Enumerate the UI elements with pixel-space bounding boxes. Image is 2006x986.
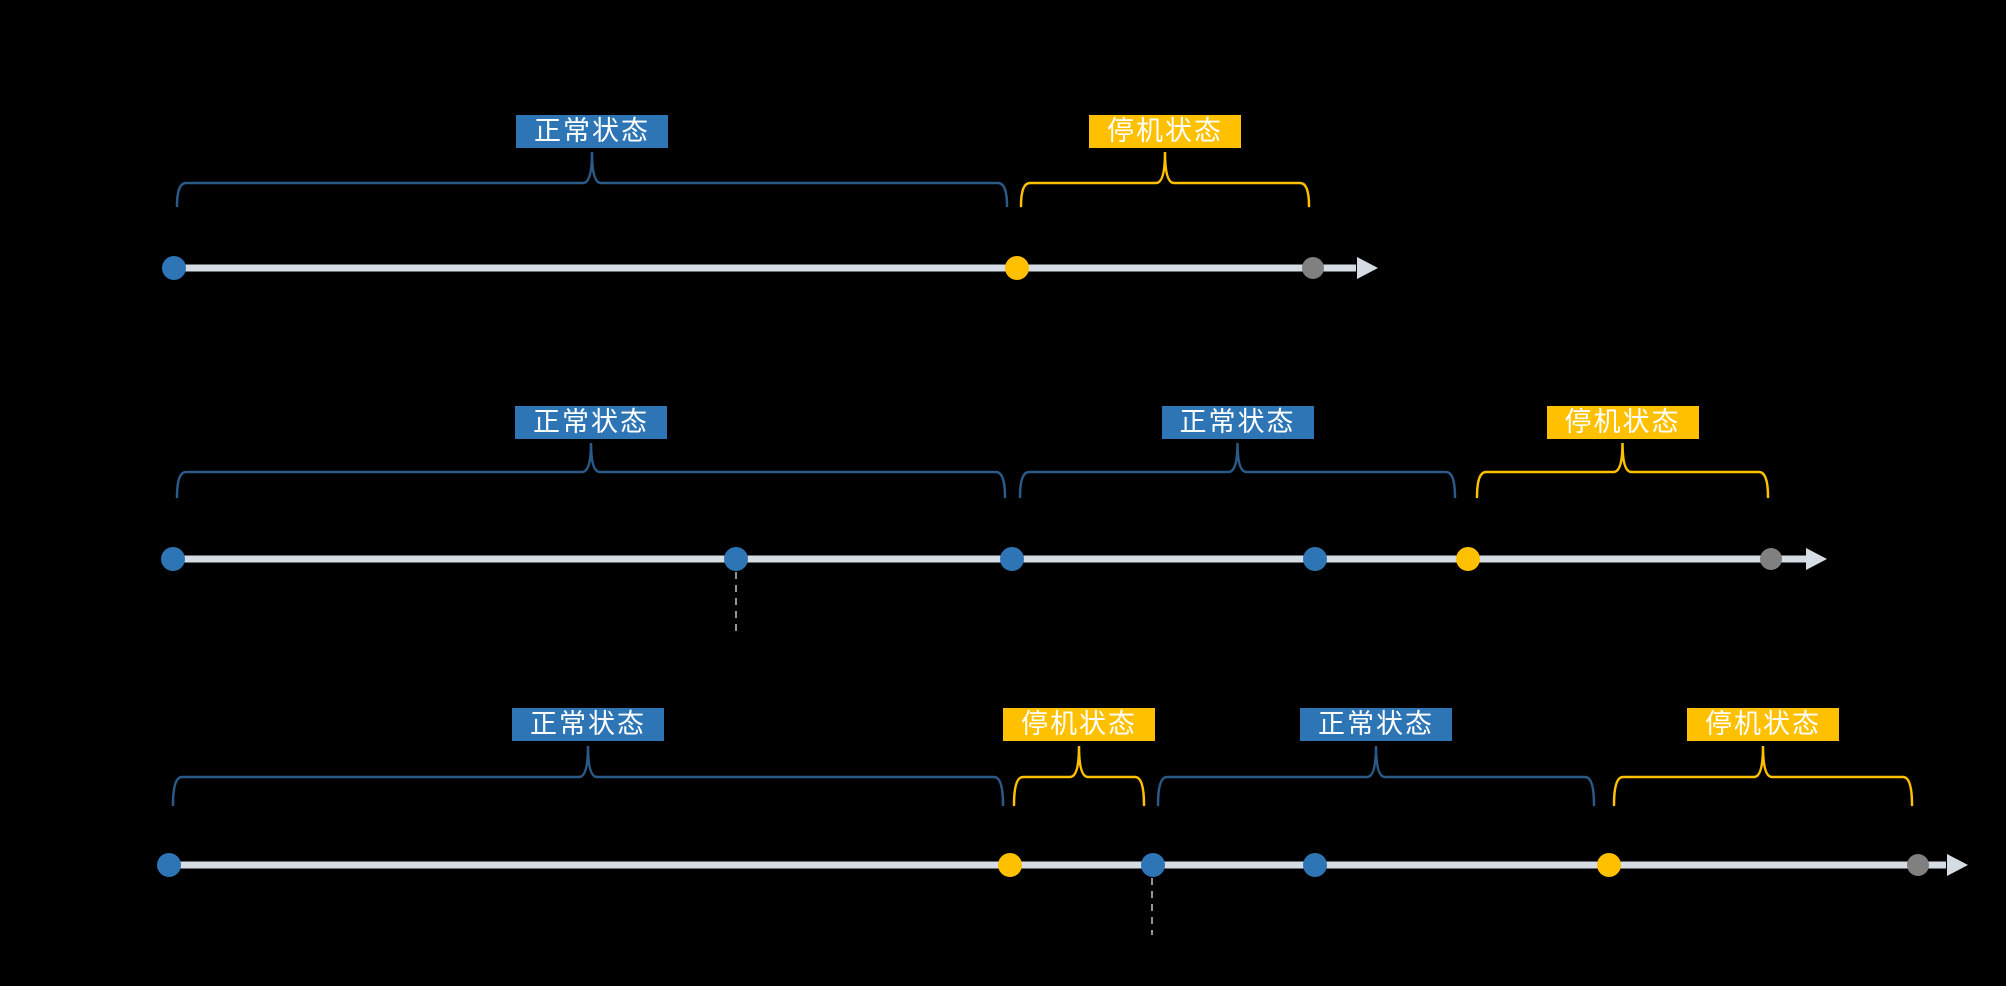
state-label-normal: 正常状态 (512, 708, 664, 741)
timeline-dot-normal (1303, 853, 1327, 877)
timeline-dot-shutdown (998, 853, 1022, 877)
state-label-normal: 正常状态 (515, 406, 667, 439)
timeline-dot-end (1907, 854, 1929, 876)
timeline-dot-normal (1141, 853, 1165, 877)
state-brace (1475, 442, 1770, 499)
timeline-dot-end (1302, 257, 1324, 279)
state-brace (1612, 745, 1914, 807)
state-label-normal: 正常状态 (1161, 406, 1314, 439)
state-label-normal: 正常状态 (516, 115, 668, 148)
timeline-dot-shutdown (1597, 853, 1621, 877)
timeline-dot-normal (162, 256, 186, 280)
state-label-normal: 正常状态 (1300, 708, 1452, 741)
arrowhead-icon (1806, 548, 1827, 570)
timeline-dot-shutdown (1456, 547, 1480, 571)
timeline-dot-normal (161, 547, 185, 571)
state-brace (1019, 151, 1311, 208)
state-brace (1156, 745, 1596, 807)
state-label-shutdown: 停机状态 (1089, 115, 1241, 148)
arrowhead-icon (1947, 854, 1968, 876)
state-brace (175, 442, 1007, 499)
timeline-dot-normal (1303, 547, 1327, 571)
arrowhead-icon (1357, 257, 1378, 279)
state-brace (171, 745, 1005, 807)
state-label-shutdown: 停机状态 (1687, 708, 1839, 741)
state-label-shutdown: 停机状态 (1003, 708, 1155, 741)
state-brace (175, 151, 1009, 208)
state-brace (1018, 442, 1457, 499)
state-label-shutdown: 停机状态 (1546, 406, 1699, 439)
timeline-dot-normal (157, 853, 181, 877)
state-brace (1012, 745, 1146, 807)
timeline-dot-shutdown (1005, 256, 1029, 280)
timeline-dot-end (1760, 548, 1782, 570)
timeline-dot-normal (1000, 547, 1024, 571)
timeline-dot-normal (724, 547, 748, 571)
